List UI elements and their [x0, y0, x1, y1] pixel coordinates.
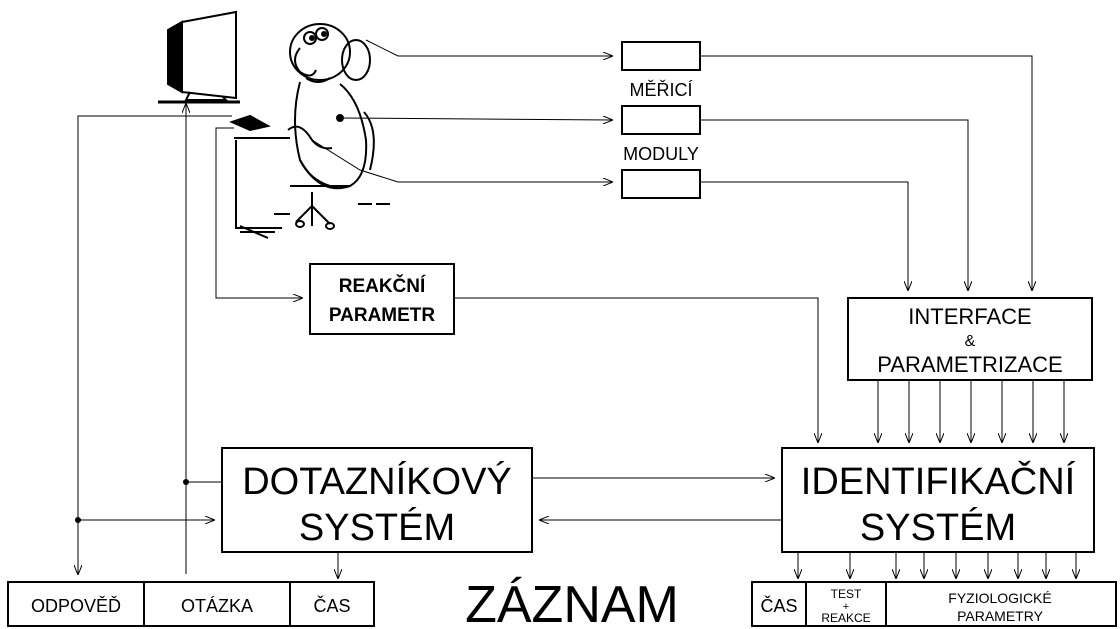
reaction-parameter-line1: REAKČNÍ [339, 275, 426, 297]
measuring-module-2 [621, 105, 701, 135]
reaction-parameter-box [309, 263, 455, 335]
module-to-interface-lines [700, 55, 1032, 290]
label-merici: MĚŘICÍ [630, 80, 693, 100]
right-record-plus: + [843, 601, 849, 613]
junction-dot-2 [75, 517, 81, 523]
interface-amp: & [965, 333, 976, 350]
record-title: ZÁZNAM [465, 576, 679, 629]
keyboard-lines [215, 127, 818, 442]
sensor-leads [311, 39, 612, 182]
interface-line2: PARAMETRIZACE [877, 352, 1062, 377]
record-odpoved: ODPOVĚĎ [31, 596, 121, 616]
label-moduly: MODULY [623, 144, 699, 164]
questionnaire-line2: SYSTÉM [299, 506, 455, 549]
right-record-test: TEST [831, 587, 862, 601]
measuring-module-1 [621, 41, 701, 71]
right-record-table [751, 581, 1117, 627]
right-record-cas: ČAS [760, 595, 797, 616]
system-link-arrows [532, 478, 782, 520]
questionnaire-system-box [221, 447, 533, 553]
reaction-parameter-line2: PARAMETR [329, 305, 436, 326]
questionnaire-line1: DOTAZNÍKOVÝ [242, 460, 512, 503]
record-otazka: OTÁZKA [181, 596, 253, 616]
right-record-fyz-1: FYZIOLOGICKÉ [948, 590, 1051, 606]
right-record-reakce: REAKCE [821, 611, 870, 625]
ident-output-arrows [798, 552, 1076, 578]
interface-box [847, 297, 1093, 381]
left-connection-lines [78, 104, 338, 578]
person-icon [229, 23, 390, 239]
identification-system-box [781, 447, 1095, 553]
measuring-module-3 [621, 169, 701, 199]
interface-to-ident-arrows [878, 380, 1064, 442]
left-record-table [7, 581, 375, 627]
identification-line1: IDENTIFIKAČNÍ [801, 459, 1076, 503]
identification-line2: SYSTÉM [860, 506, 1016, 549]
junction-dot-1 [183, 479, 189, 485]
interface-line1: INTERFACE [908, 304, 1031, 329]
monitor-icon [158, 10, 240, 104]
record-cas: ČAS [313, 595, 350, 616]
right-record-fyz-2: PARAMETRY [957, 608, 1043, 624]
